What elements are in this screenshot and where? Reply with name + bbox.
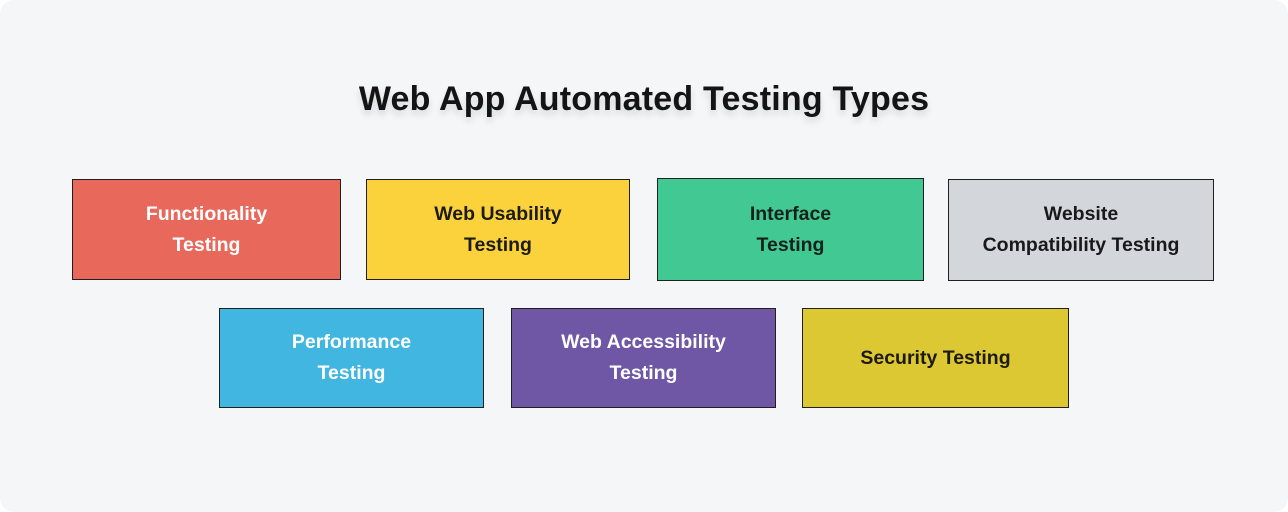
box-label: Security Testing [860,346,1011,369]
box-label: Website Compatibility Testing [982,203,1180,256]
box-website-compatibility-testing: Website Compatibility Testing [948,179,1214,281]
box-label: Interface Testing [749,202,832,256]
box-web-usability-testing: Web Usability Testing [366,179,630,280]
box-performance-testing: Performance Testing [219,308,484,408]
box-label: Web Accessibility Testing [561,331,726,384]
page-title: Web App Automated Testing Types [358,80,930,118]
box-functionality-testing: Functionality Testing [72,179,341,280]
box-label: Web Usability Testing [434,202,562,256]
box-interface-testing: Interface Testing [657,178,924,281]
box-label: Performance Testing [291,331,412,384]
box-web-accessibility-testing: Web Accessibility Testing [511,308,776,408]
box-security-testing: Security Testing [802,308,1069,408]
box-label: Functionality Testing [145,202,268,256]
